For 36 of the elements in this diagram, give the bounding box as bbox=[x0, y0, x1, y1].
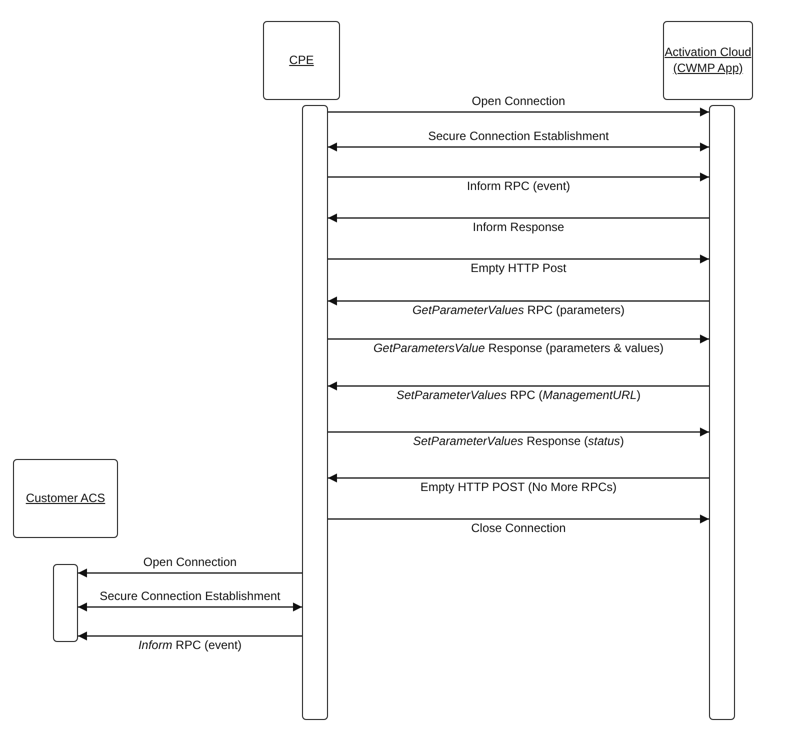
message-arrow bbox=[328, 514, 709, 524]
participant-box bbox=[663, 21, 753, 100]
participant-box bbox=[13, 459, 118, 538]
message-label: SetParameterValues RPC (ManagementURL) bbox=[394, 388, 643, 402]
message-arrow bbox=[78, 632, 302, 640]
participant-name: Customer ACS bbox=[26, 490, 106, 506]
participant-name: Activation Cloud (CWMP App) bbox=[664, 44, 752, 76]
message-arrow bbox=[328, 214, 709, 222]
message-label: Empty HTTP Post bbox=[468, 261, 568, 275]
message-label: Empty HTTP POST (No More RPCs) bbox=[418, 480, 619, 494]
message-arrow bbox=[328, 142, 709, 152]
message-arrow bbox=[328, 254, 709, 264]
message-label: Inform RPC (event) bbox=[136, 638, 244, 652]
activation-bar bbox=[53, 564, 78, 642]
activation-bar bbox=[302, 105, 328, 720]
participant-name: CPE bbox=[289, 52, 314, 68]
message-label: GetParametersValue Response (parameters & values) bbox=[371, 341, 666, 355]
message-arrow bbox=[328, 296, 709, 306]
message-arrow bbox=[328, 108, 709, 116]
message-arrow bbox=[78, 602, 302, 612]
message-label: Inform Response bbox=[470, 220, 566, 234]
message-arrow bbox=[328, 382, 709, 390]
participant-box bbox=[263, 21, 340, 100]
message-label: SetParameterValues Response (status) bbox=[411, 434, 626, 448]
message-arrow bbox=[328, 428, 709, 436]
message-arrow bbox=[328, 172, 709, 182]
message-arrow bbox=[78, 568, 302, 578]
message-arrow bbox=[328, 474, 709, 482]
message-arrow bbox=[328, 334, 709, 344]
activation-bar bbox=[709, 105, 735, 720]
message-label: Secure Connection Establishment bbox=[426, 129, 611, 143]
message-label: Open Connection bbox=[141, 555, 239, 569]
message-label: Open Connection bbox=[470, 94, 568, 108]
message-label: Secure Connection Establishment bbox=[98, 589, 282, 603]
message-label: Close Connection bbox=[469, 521, 568, 535]
message-label: GetParameterValues RPC (parameters) bbox=[410, 303, 627, 317]
